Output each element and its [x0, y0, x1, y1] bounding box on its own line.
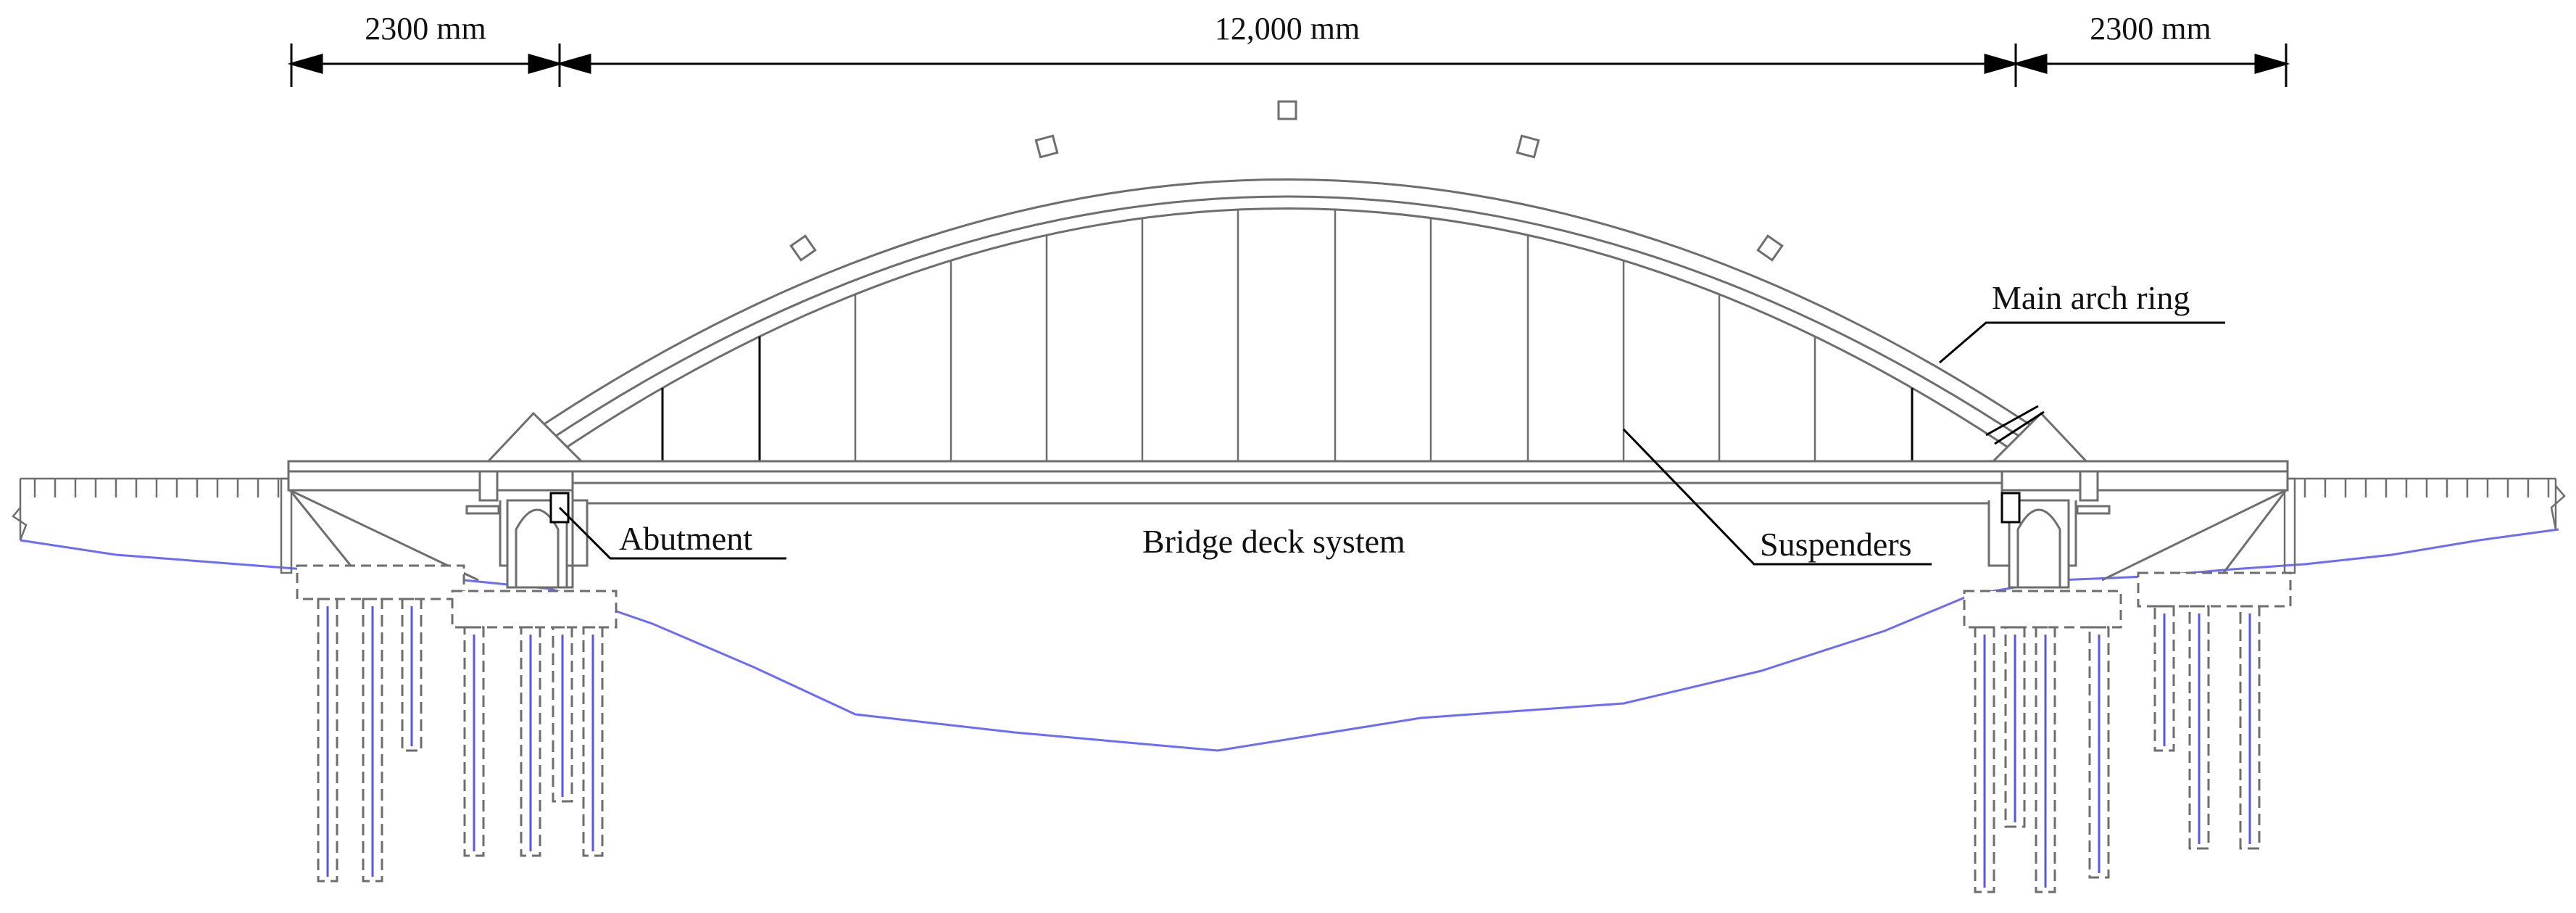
dimension-left-span: 2300 mm	[365, 11, 486, 46]
right-approach-slab	[2000, 470, 2289, 492]
leader-suspenders	[1622, 428, 1932, 566]
left-embankment	[12, 477, 293, 574]
pile-foundations	[296, 564, 2292, 893]
pile	[2239, 605, 2261, 850]
pile-cap	[1963, 590, 2122, 629]
suspenders	[661, 209, 1914, 480]
riverbed-ground-profile	[20, 528, 2559, 752]
dimension-right-span: 2300 mm	[2090, 11, 2211, 46]
pile	[520, 626, 541, 857]
pile	[2188, 605, 2210, 850]
pile	[582, 626, 604, 857]
pile-cap	[296, 564, 465, 600]
arch-springing	[483, 405, 2092, 466]
label-suspenders: Suspenders	[1760, 526, 1912, 563]
arrowhead	[2011, 54, 2048, 74]
arch-intrados-curve	[536, 207, 2039, 469]
arch-inner-curve	[511, 195, 2064, 467]
label-bridge-deck-system: Bridge deck system	[1142, 523, 1405, 560]
pile	[2035, 626, 2056, 893]
left-abutment	[288, 470, 589, 589]
pile	[552, 626, 573, 803]
pile	[2153, 605, 2175, 752]
deck-main-girder	[571, 470, 2003, 505]
bracing-block	[789, 234, 817, 262]
pile	[2088, 626, 2110, 879]
arrowhead	[528, 54, 564, 74]
dimension-main-span: 12,000 mm	[1214, 11, 1360, 46]
arch-outer-curve	[485, 178, 2088, 466]
arch-bracing-blocks	[789, 100, 1784, 262]
deck-railing	[287, 460, 2289, 473]
dimension-lines	[287, 44, 2290, 87]
arrowhead	[287, 54, 323, 74]
leader-main-arch-ring	[1939, 321, 2225, 364]
left-springing-block	[483, 411, 587, 466]
bracing-block	[1277, 100, 1297, 120]
right-springing-block	[1987, 411, 2092, 466]
pile	[2004, 626, 2026, 828]
leader-lines	[558, 321, 2225, 566]
right-embankment	[2283, 477, 2566, 574]
pile-cap	[2137, 571, 2292, 608]
bracing-block	[1756, 234, 1784, 262]
pile	[317, 598, 338, 883]
right-abutment	[1987, 470, 2288, 589]
bracing-block	[1034, 134, 1059, 159]
leader-abutment	[558, 506, 786, 560]
pile	[401, 598, 423, 752]
bridge-deck-system	[287, 460, 2289, 505]
left-approach-slab	[287, 470, 574, 492]
pile	[1974, 626, 1995, 893]
arrowhead	[555, 54, 591, 74]
pile	[362, 598, 383, 883]
label-main-arch-ring: Main arch ring	[1992, 279, 2190, 316]
main-arch-ring	[485, 178, 2088, 469]
pile-cap	[451, 590, 618, 629]
pile	[463, 626, 485, 857]
label-abutment: Abutment	[619, 520, 752, 557]
bracing-block	[1516, 134, 1540, 159]
arrowhead	[2254, 54, 2290, 74]
arrowhead	[1984, 54, 2020, 74]
